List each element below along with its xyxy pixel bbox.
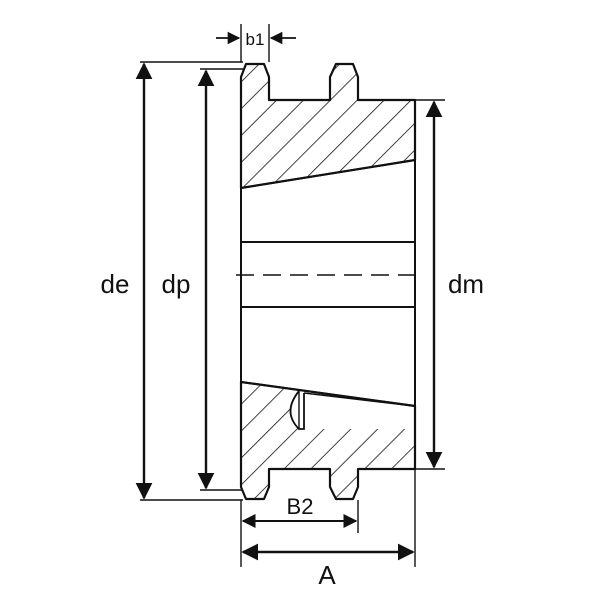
label-dm: dm (448, 269, 484, 299)
screw-hole-line (303, 392, 416, 407)
upper-outline (239, 62, 417, 190)
lower-outline (239, 380, 417, 501)
upper-taper-line (240, 159, 416, 189)
label-b1: b1 (246, 30, 265, 49)
label-A: A (318, 560, 336, 590)
label-dp: dp (162, 269, 191, 299)
lower-hatched-section (241, 382, 415, 499)
upper-hatched-section (241, 64, 415, 188)
label-B2: B2 (287, 494, 314, 519)
label-de: de (101, 269, 130, 299)
